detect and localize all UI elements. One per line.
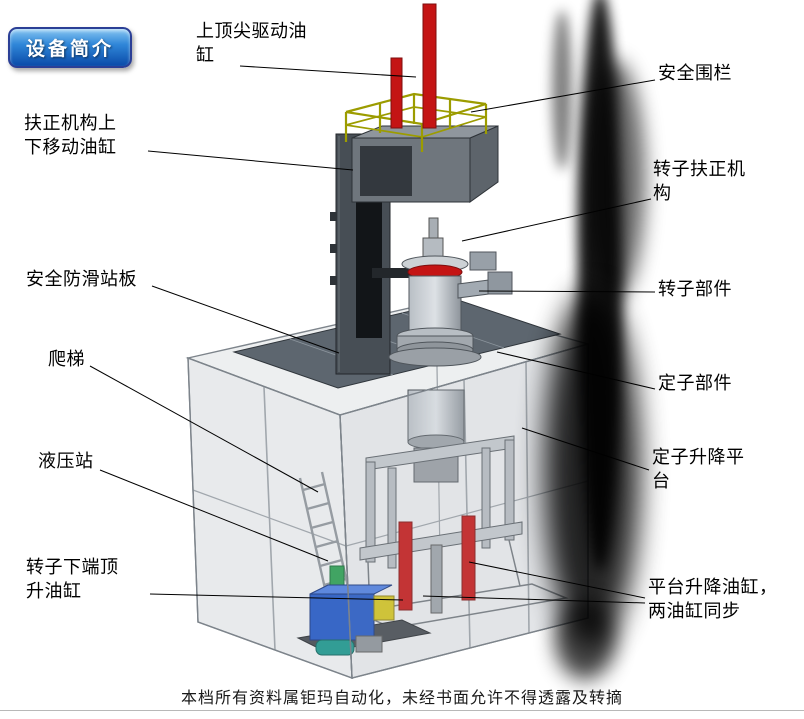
leader-stator-component: [496, 351, 656, 390]
label-stator-lift-platform: 定子升降平 台: [652, 447, 745, 492]
top-drive-cylinders: [390, 3, 437, 129]
leader-centering-updown-cylinder: [147, 150, 354, 171]
stator-and-lift-frame: [353, 389, 569, 629]
dark-smudge: [544, 0, 645, 680]
label-rotor-component: 转子部件: [658, 279, 732, 300]
title-badge: 设备简介: [8, 27, 133, 68]
label-centering-updown-cylinder: 扶正机构上 下移动油缸: [24, 113, 117, 158]
hydraulic-station-part: [296, 565, 432, 656]
leader-lines: [89, 65, 656, 604]
label-rotor-centering-mechanism: 转子扶正机 构: [653, 159, 746, 204]
label-stator-component: 定子部件: [658, 373, 732, 394]
rotor-assembly: [372, 217, 513, 367]
leader-rotor-bottom-jack: [149, 593, 404, 601]
lower-cylinders: [398, 515, 476, 614]
label-hydraulic-station: 液压站: [38, 451, 94, 472]
leader-stator-lift-platform: [521, 427, 650, 471]
copyright-notice: 本档所有资料属钜玛自动化，未经书面允许不得透露及转摘: [180, 688, 623, 707]
leader-platform-cylinder-b: [422, 595, 646, 604]
press-column: [330, 125, 499, 375]
leader-rotor-component: [478, 290, 656, 293]
leader-platform-cylinder-a: [468, 561, 646, 599]
label-rotor-bottom-jack: 转子下端顶 升油缸: [26, 557, 119, 602]
leader-safety-fence: [470, 79, 656, 113]
label-safety-fence: 安全围栏: [658, 63, 732, 84]
bottom-divider: [0, 710, 804, 711]
leader-antislip-board: [151, 285, 340, 354]
label-top-drive-cylinder: 上顶尖驱动油 缸: [196, 21, 307, 66]
leader-top-drive-cylinder: [239, 65, 417, 78]
leader-ladder: [89, 365, 319, 493]
leader-hydraulic-station: [99, 469, 329, 562]
title-badge-label: 设备简介: [26, 38, 115, 60]
label-ladder: 爬梯: [48, 349, 85, 370]
label-platform-lift-cylinders: 平台升降油缸， 两油缸同步: [648, 577, 778, 622]
leader-rotor-centering-mechanism: [461, 198, 652, 242]
label-antislip-board: 安全防滑站板: [26, 269, 137, 290]
